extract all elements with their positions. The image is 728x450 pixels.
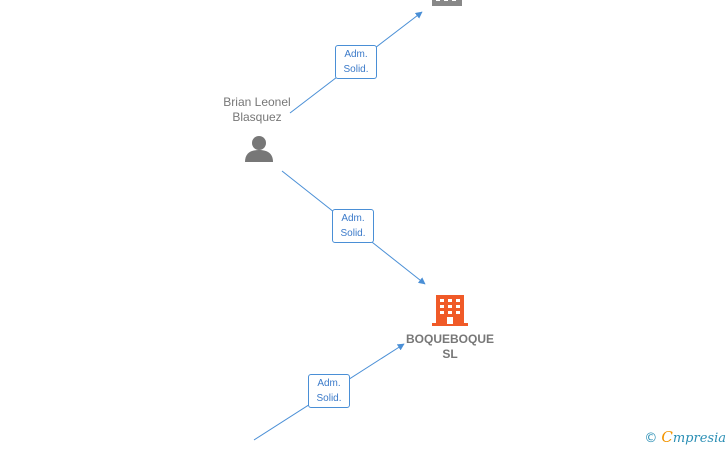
- main-company-building-icon[interactable]: [432, 295, 468, 326]
- brand-rest: mpresia: [672, 431, 726, 446]
- edge-label-3-line2: Solid.: [316, 393, 342, 404]
- edge-label-1-line1: Adm.: [344, 49, 368, 60]
- empresia-watermark: ©Cmpresia: [644, 428, 726, 446]
- edge-label-2-line2: Solid.: [340, 228, 366, 239]
- edge-label-3-line1: Adm.: [317, 378, 341, 389]
- edge-label-2-line1: Adm.: [341, 213, 365, 224]
- edge-label-3: Adm. Solid.: [308, 374, 350, 408]
- copyright-symbol: ©: [644, 431, 658, 446]
- edge-label-1-line2: Solid.: [343, 64, 369, 75]
- edge-label-1: Adm. Solid.: [335, 45, 377, 79]
- company-name-label[interactable]: BOQUEBOQUE SL: [405, 332, 494, 361]
- edge-label-2: Adm. Solid.: [332, 209, 374, 243]
- person-name-label[interactable]: Brian Leonel Blasquez: [223, 95, 291, 124]
- person-icon[interactable]: [245, 136, 273, 162]
- top-company-building-icon[interactable]: [432, 0, 462, 6]
- brand-initial: C: [661, 428, 673, 446]
